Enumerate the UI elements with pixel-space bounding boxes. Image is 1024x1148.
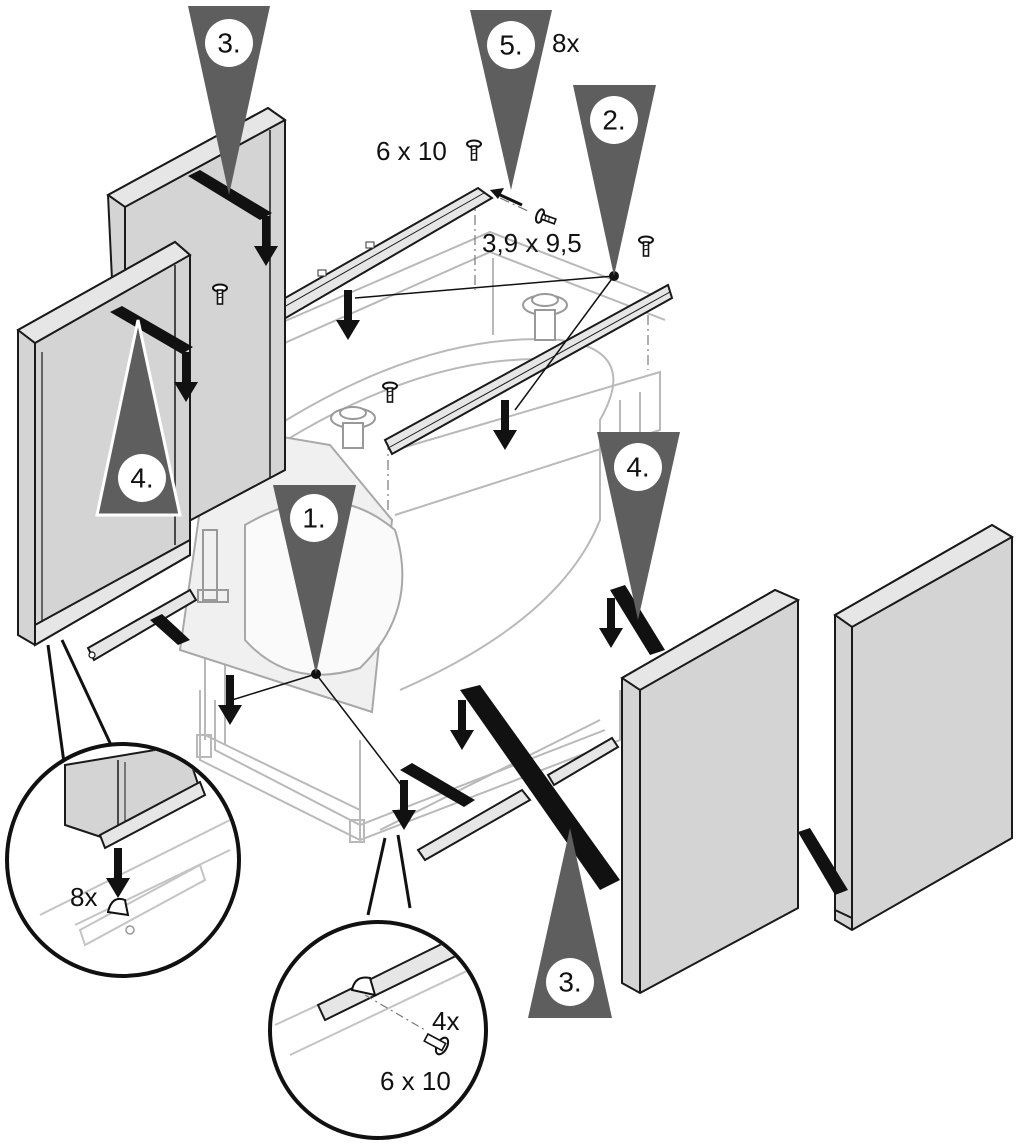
screw-size-label: 6 x 10 xyxy=(376,136,447,166)
leader-lines xyxy=(231,275,615,791)
svg-text:3.: 3. xyxy=(558,967,581,998)
step-marker-3-top: 3. xyxy=(188,6,270,195)
step-marker-3-bottom: 3. xyxy=(528,828,612,1018)
screw-icon xyxy=(466,139,482,161)
svg-text:5.: 5. xyxy=(499,30,522,61)
arrow-down-icon xyxy=(218,675,242,725)
screw-icon xyxy=(638,235,654,257)
detail-view-left: 8x xyxy=(5,639,241,978)
top-rail-right xyxy=(383,283,674,456)
bottom-rail-right xyxy=(416,736,620,862)
step-marker-4-right: 4. xyxy=(597,432,680,620)
direction-stripes xyxy=(110,170,848,895)
side-panel-front-left xyxy=(16,240,192,647)
svg-text:1.: 1. xyxy=(302,503,325,534)
arrow-down-icon xyxy=(599,598,623,648)
arrow-down-icon xyxy=(493,400,517,450)
boiler-frame xyxy=(196,230,666,843)
svg-text:4.: 4. xyxy=(130,463,153,494)
bottom-rail-left xyxy=(86,588,198,662)
svg-text:2.: 2. xyxy=(602,105,625,136)
step-marker-4-left: 4. xyxy=(95,319,182,517)
side-panel-back-right xyxy=(833,523,1014,932)
side-screw-arrow xyxy=(490,188,523,207)
quantity-label: 4x xyxy=(432,1006,459,1036)
tank-fittings xyxy=(330,293,568,449)
screw-size-label: 6 x 10 xyxy=(380,1066,451,1096)
detail-view-bottom: 4x 6 x 10 xyxy=(268,834,488,1140)
svg-text:4.: 4. xyxy=(626,452,649,483)
side-panel-front-right xyxy=(620,588,801,995)
step-marker-5: 5. xyxy=(470,10,552,190)
screw-icon xyxy=(533,207,559,230)
screw-icon xyxy=(382,381,398,403)
quantity-label: 8x xyxy=(552,28,579,58)
step-marker-2: 2. xyxy=(573,85,656,276)
screw-size-label: 3,9 x 9,5 xyxy=(482,228,582,258)
quantity-label: 8x xyxy=(70,882,97,912)
svg-text:3.: 3. xyxy=(217,28,240,59)
step-marker-1: 1. xyxy=(273,485,356,674)
arrow-down-icon xyxy=(450,700,474,750)
